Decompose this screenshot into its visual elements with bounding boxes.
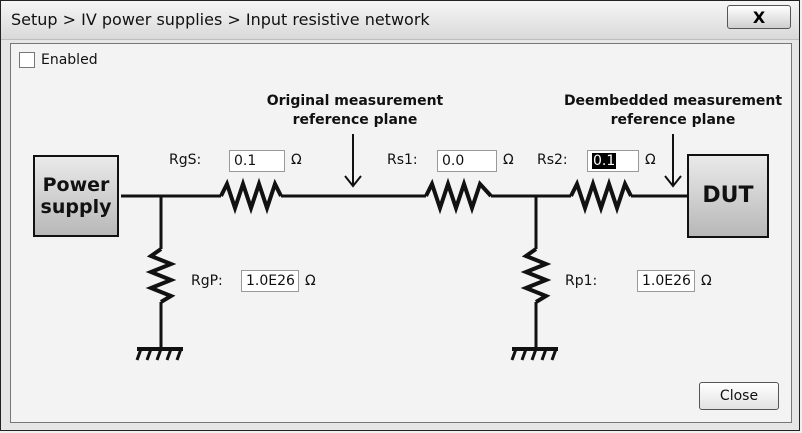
rp1-input[interactable]: 1.0E26 [637, 270, 695, 292]
resistor-rgp-icon [145, 247, 177, 304]
ground-icon [510, 347, 558, 361]
window-close-button[interactable]: X [727, 5, 791, 29]
resistor-rp1-icon [520, 247, 552, 304]
enabled-checkbox-row[interactable]: Enabled [19, 52, 98, 68]
rs2-input[interactable]: 0.1 [587, 150, 639, 172]
power-supply-box: Power supply [33, 155, 119, 237]
resistor-rs2-icon [569, 177, 633, 215]
dut-box: DUT [687, 154, 769, 238]
rgs-input[interactable]: 0.1 [229, 150, 285, 172]
title-bar: Setup > IV power supplies > Input resist… [1, 1, 799, 40]
rs2-unit: Ω [645, 152, 656, 168]
rs2-label: Rs2: [537, 152, 568, 168]
rgp-label: RgP: [191, 273, 223, 289]
rgs-unit: Ω [291, 152, 302, 168]
rs1-unit: Ω [503, 152, 514, 168]
arrow-down-icon [664, 134, 682, 188]
rgp-unit: Ω [305, 273, 316, 289]
original-plane-note: Original measurement reference plane [266, 93, 444, 128]
window-title: Setup > IV power supplies > Input resist… [11, 10, 430, 29]
arrow-down-icon [344, 134, 362, 188]
enabled-checkbox[interactable] [19, 52, 35, 68]
close-button[interactable]: Close [699, 382, 779, 410]
circuit-diagram [121, 134, 687, 361]
ground-icon [135, 347, 183, 361]
resistor-rs1-icon [424, 177, 493, 215]
rs1-label: Rs1: [387, 152, 418, 168]
rgs-label: RgS: [169, 152, 202, 168]
rp1-label: Rp1: [565, 273, 598, 289]
rs1-input[interactable]: 0.0 [437, 150, 497, 172]
deembedded-plane-note: Deembedded measurement reference plane [563, 93, 783, 128]
enabled-label: Enabled [41, 52, 98, 68]
rgp-input[interactable]: 1.0E26 [241, 270, 299, 292]
rp1-unit: Ω [701, 273, 712, 289]
resistor-rgs-icon [219, 177, 283, 215]
content-panel: Enabled [10, 43, 792, 423]
